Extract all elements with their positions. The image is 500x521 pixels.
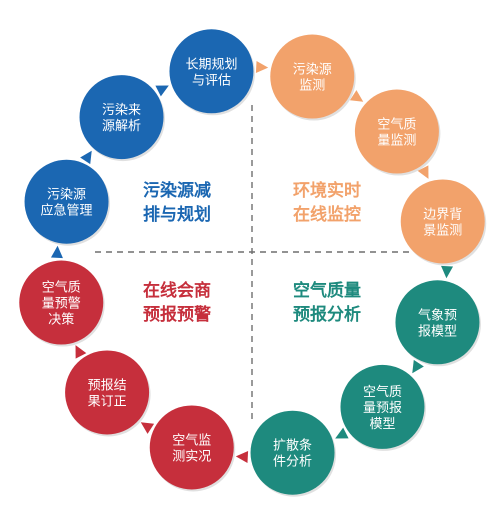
node-label-line: 量监测 — [377, 134, 416, 149]
node-label-line: 空气质 — [42, 280, 81, 296]
cycle-arrow-4 — [412, 359, 424, 374]
cycle-arrow-3 — [441, 265, 454, 279]
node-circle — [395, 280, 480, 365]
node-label-line: 与评估 — [192, 73, 231, 88]
quadrant-label-line: 空气质量 — [293, 280, 361, 301]
node-circle — [65, 350, 150, 435]
node-label-line: 污染来 — [102, 103, 141, 118]
node-label-line: 量预报 — [363, 401, 402, 416]
quadrant-label-line: 预报分析 — [293, 304, 361, 325]
quadrant-label-line: 预报预警 — [143, 304, 211, 325]
quadrant-label-line: 环境实时 — [293, 180, 361, 201]
node-label-line: 应急管理 — [41, 203, 93, 219]
cycle-arrow-12 — [255, 60, 269, 73]
cycle-arrow-11 — [155, 85, 169, 97]
node-circle — [149, 405, 234, 490]
node-label-line: 量预警 — [42, 296, 81, 312]
cycle-nodes: 污染源监测空气质量监测边界背景监测气象预报模型空气质量预报模型扩散条件分析空气监… — [19, 29, 487, 497]
quadrant-label-line: 污染源减 — [143, 180, 211, 201]
node-circle — [250, 410, 335, 495]
node-circle — [400, 179, 485, 264]
cycle-arrow-9 — [50, 245, 63, 259]
node-label-line: 监测 — [299, 79, 325, 94]
cycle-arrows — [50, 60, 454, 464]
cycle-arrow-2 — [417, 165, 429, 179]
node-label-line: 扩散条 — [273, 438, 312, 454]
node-label-line: 污染源 — [293, 63, 332, 78]
node-label-line: 气象预 — [418, 307, 457, 323]
quadrant-label-line: 在线会商 — [143, 280, 211, 301]
cycle-arrow-1 — [349, 90, 364, 102]
node-circle — [79, 75, 164, 160]
quadrant-dividers — [95, 105, 410, 420]
node-label-line: 长期规划 — [185, 57, 237, 72]
quadrant-label-line: 在线监控 — [293, 204, 361, 225]
cycle-arrow-5 — [335, 427, 349, 439]
node-circle — [270, 34, 355, 119]
node-label-line: 预报结 — [88, 378, 127, 393]
node-label-line: 源解析 — [102, 119, 141, 134]
node-label-line: 测实况 — [172, 449, 211, 464]
node-label-line: 边界背 — [423, 207, 462, 222]
cycle-arrow-6 — [235, 451, 249, 464]
node-label-line: 景监测 — [423, 223, 462, 238]
node-label-line: 模型 — [369, 417, 395, 432]
node-circle — [169, 29, 254, 114]
node-label-line: 空气监 — [172, 432, 211, 448]
node-label-line: 报模型 — [418, 324, 457, 339]
node-label-line: 件分析 — [273, 455, 312, 470]
cycle-arrow-10 — [80, 150, 92, 165]
node-label-line: 空气质 — [363, 384, 402, 400]
cycle-arrow-8 — [75, 345, 87, 359]
node-label-line: 空气质 — [377, 117, 416, 133]
node-label-line: 果订正 — [88, 394, 127, 409]
node-label-line: 决策 — [48, 312, 74, 328]
node-label-line: 污染源 — [47, 188, 86, 203]
node-circle — [340, 364, 425, 449]
quadrant-label-line: 排与规划 — [143, 204, 211, 225]
node-circle — [24, 159, 109, 244]
cycle-arrow-7 — [140, 422, 155, 434]
node-circle — [354, 89, 439, 174]
node-circle — [19, 260, 104, 345]
